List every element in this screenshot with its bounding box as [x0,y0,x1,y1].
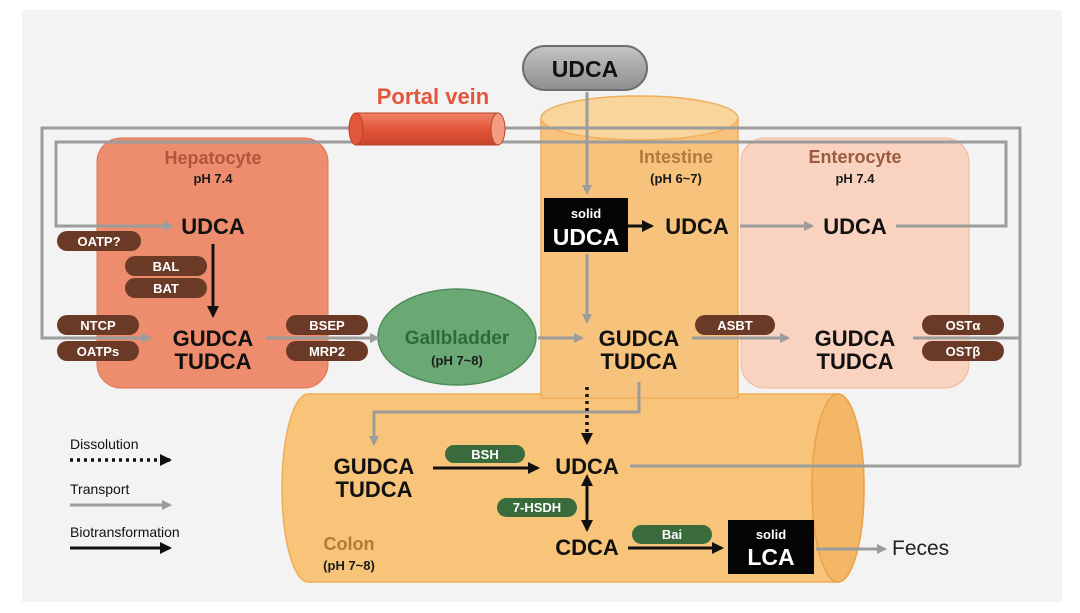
transporter-pill-asbt: ASBT [695,315,775,335]
asbt-label: ASBT [717,318,752,333]
solid-udca-tag: solid [571,206,601,221]
hepatocyte-gudca: GUDCA [173,326,254,351]
enterocyte-cell [740,137,970,389]
ntcp-label: NTCP [80,318,116,333]
solid-lca-tag: solid [756,527,786,542]
transporter-pill-oatps: OATPs [57,341,139,361]
bsep-label: BSEP [309,318,345,333]
intestine-tudca: TUDCA [601,349,678,374]
enterocyte-title: Enterocyte [808,147,901,167]
hepatocyte-tudca: TUDCA [175,349,252,374]
oatps-label: OATPs [77,344,119,359]
legend-biotransformation-label: Biotransformation [70,524,180,540]
ost-beta-label: OSTβ [946,344,981,359]
legend-dissolution-label: Dissolution [70,436,138,452]
enzyme-pill-7hsdh: 7-HSDH [497,498,577,517]
udca-drug-pill [522,45,648,91]
mrp2-label: MRP2 [309,344,345,359]
colon-cdca: CDCA [555,535,619,560]
ost-alpha-label: OSTα [946,318,981,333]
transporter-pill-bsep: BSEP [286,315,368,335]
solid-lca-box [728,520,814,574]
portal-loop-outer [40,126,1022,466]
transporter-pill-oatp: OATP? [57,231,141,251]
portal-loop-inner [54,140,1008,231]
legend-transport-label: Transport [70,481,130,497]
hepatocyte-ph: pH 7.4 [193,171,233,186]
colon-end [811,393,865,583]
bai-label: Bai [662,527,682,542]
enterocyte-tudca: TUDCA [817,349,894,374]
portal-vein-tube [348,112,506,146]
feces-label: Feces [892,537,949,560]
gallbladder-title: Gallbladder [405,328,510,349]
transporter-pill-mrp2: MRP2 [286,341,368,361]
oatp-label: OATP? [77,234,120,249]
hepatocyte-title: Hepatocyte [164,148,261,168]
intestine-ph: (pH 6~7) [650,171,702,186]
transport-arrows [266,92,887,554]
transporter-pill-ntcp: NTCP [57,315,139,335]
transporter-pill-ost-alpha: OSTα [922,315,1004,335]
biotransformation-arrows [433,220,724,554]
enterocyte-gudca: GUDCA [815,326,896,351]
solid-udca-box [544,198,628,252]
enterocyte-ph: pH 7.4 [835,171,875,186]
intestine-udca: UDCA [665,214,729,239]
arrow-intestine-to-colon [369,382,641,446]
transporter-pill-ost-beta: OSTβ [922,341,1004,361]
colon-ph: (pH 7~8) [323,558,375,573]
solid-udca-label: UDCA [553,224,619,250]
colon-title: Colon [324,534,375,554]
hepatocyte-udca: UDCA [181,214,245,239]
legend: Dissolution Transport Biotransformation [70,436,180,554]
colon-region [281,393,865,583]
gallbladder-ph: (pH 7~8) [431,353,483,368]
solid-lca-label: LCA [747,544,794,570]
hsdh-label: 7-HSDH [513,500,561,515]
portal-vein-label: Portal vein [377,84,489,109]
enzyme-pill-bat: BAT [125,278,207,298]
intestine-gudca: GUDCA [599,326,680,351]
enterocyte-udca: UDCA [823,214,887,239]
intestine-title: Intestine [639,147,713,167]
portal-circulation-loop [40,126,1022,468]
colon-gudca: GUDCA [334,454,415,479]
enzyme-pill-bsh: BSH [445,445,525,463]
bal-label: BAL [153,259,180,274]
colon-udca: UDCA [555,454,619,479]
enzyme-pill-bal: BAL [125,256,207,276]
bsh-label: BSH [471,447,498,462]
enzyme-pill-bai: Bai [632,525,712,544]
colon-tudca: TUDCA [336,477,413,502]
udca-drug-label: UDCA [552,56,618,82]
bat-label: BAT [153,281,179,296]
intestine-top [540,95,739,141]
